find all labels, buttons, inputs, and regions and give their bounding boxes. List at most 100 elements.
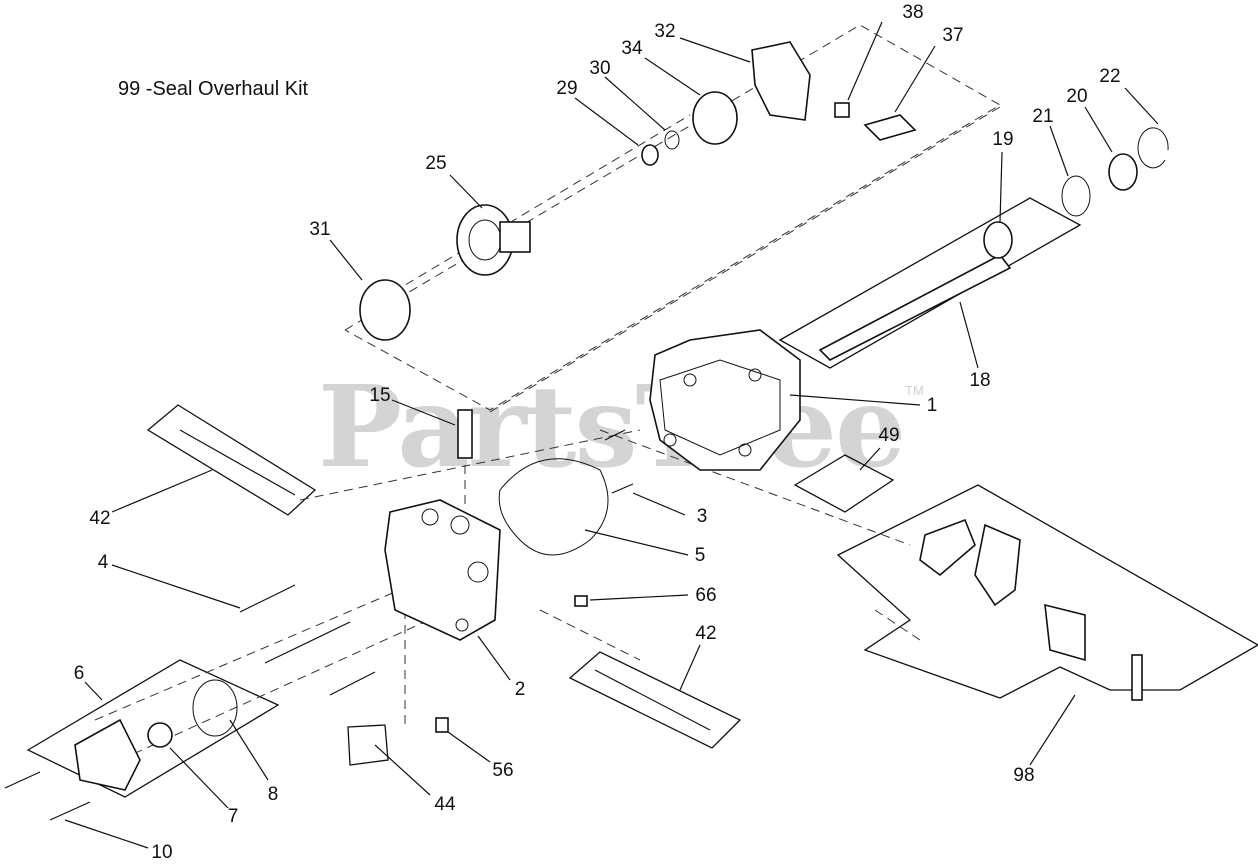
valve-box-lower xyxy=(568,651,742,749)
center-section-part xyxy=(384,499,501,641)
bolt-low-part xyxy=(329,671,376,696)
bolt-4-part xyxy=(239,584,296,613)
pump-cover-part xyxy=(74,718,141,791)
callout-4: 4 xyxy=(97,552,109,573)
pin-upper xyxy=(604,429,626,441)
leader-34 xyxy=(644,57,701,96)
leader-42a xyxy=(111,469,213,513)
leader-18 xyxy=(959,301,979,369)
callout-25: 25 xyxy=(425,153,447,174)
leader-7 xyxy=(169,747,229,809)
shaft-part xyxy=(818,253,1012,361)
leader-30 xyxy=(604,76,666,131)
leader-20 xyxy=(1084,106,1113,153)
kit-44-box xyxy=(347,724,389,766)
leader-44 xyxy=(374,744,431,796)
gasket-part xyxy=(498,458,609,556)
callout-98: 98 xyxy=(1013,765,1035,786)
block-part xyxy=(834,102,850,118)
callout-66: 66 xyxy=(695,585,717,606)
callout-8: 8 xyxy=(267,784,279,805)
bolt-10a-part xyxy=(4,771,41,789)
plug-56-part xyxy=(435,717,449,733)
callout-18: 18 xyxy=(969,370,991,391)
o-ring-part xyxy=(192,679,238,737)
leader-98 xyxy=(1029,694,1076,766)
leader-38 xyxy=(847,21,883,101)
leader-66 xyxy=(589,594,689,601)
spring-98-part xyxy=(1131,654,1143,701)
axis-cover-1 xyxy=(94,559,471,721)
fitting-part xyxy=(457,409,473,459)
cylinder-block-part xyxy=(456,204,531,276)
trunnion-cover-part xyxy=(751,41,811,121)
spring-part xyxy=(641,144,659,166)
axis-98 xyxy=(874,609,921,641)
leader-31 xyxy=(329,239,363,281)
axis-housing xyxy=(489,106,1001,413)
callout-19: 19 xyxy=(992,129,1014,150)
leader-49 xyxy=(859,447,881,471)
axis-valve-lower xyxy=(539,609,641,661)
leader-19 xyxy=(999,151,1003,223)
housing-part xyxy=(649,329,801,471)
ring-part xyxy=(664,130,680,150)
leader-32 xyxy=(679,37,751,63)
leader-5 xyxy=(584,529,689,556)
callout-29: 29 xyxy=(556,78,578,99)
kit-98-box xyxy=(836,484,1258,699)
callout-10: 10 xyxy=(151,842,173,863)
callout-3: 3 xyxy=(696,506,708,527)
plate-part xyxy=(974,523,1021,607)
gerotor-part xyxy=(147,722,173,748)
callout-20: 20 xyxy=(1066,86,1088,107)
seal-bearing-part xyxy=(692,91,738,145)
watermark-logo: PartsTree xyxy=(318,362,906,493)
callout-49: 49 xyxy=(878,425,900,446)
leader-2 xyxy=(477,635,511,681)
leader-15 xyxy=(391,399,456,426)
snap-ring-part xyxy=(1137,127,1169,169)
callout-7: 7 xyxy=(227,806,239,827)
bolt-mid-part xyxy=(264,621,351,664)
shaft-group-box xyxy=(778,197,1082,369)
seal-part xyxy=(1108,153,1138,191)
callout-42b: 42 xyxy=(695,623,717,644)
callout-22: 22 xyxy=(1099,66,1121,87)
callout-44: 44 xyxy=(434,794,456,815)
leader-10 xyxy=(64,819,149,849)
leader-6 xyxy=(84,681,103,701)
callout-2: 2 xyxy=(514,679,526,700)
lever-part xyxy=(1044,603,1086,662)
callout-6: 6 xyxy=(73,663,85,684)
leader-22 xyxy=(1124,87,1159,125)
leader-1 xyxy=(789,394,921,406)
callout-56: 56 xyxy=(492,760,514,781)
axis-right xyxy=(599,429,911,546)
callout-1: 1 xyxy=(926,395,938,416)
callout-30: 30 xyxy=(589,58,611,79)
seal-kit-note: 99 -Seal Overhaul Kit xyxy=(118,78,309,100)
axis-cover-2 xyxy=(119,614,441,761)
callout-32: 32 xyxy=(654,21,676,42)
trademark-mark: TM xyxy=(905,383,924,398)
leader-37 xyxy=(894,45,936,113)
leader-8 xyxy=(229,719,269,781)
pin-lower xyxy=(611,483,634,494)
relief-valve-upper-part xyxy=(179,429,296,496)
axis-mid xyxy=(299,429,641,501)
callout-42a: 42 xyxy=(89,508,111,529)
arm-part xyxy=(863,114,917,141)
leader-21 xyxy=(1049,125,1069,177)
bearing-part xyxy=(983,221,1013,259)
leader-29 xyxy=(574,97,639,146)
leader-25 xyxy=(449,174,483,209)
bracket-part xyxy=(919,518,976,577)
bolt-10b-part xyxy=(49,801,91,821)
axis-upper xyxy=(379,114,691,301)
thrust-plate-part xyxy=(359,279,411,341)
relief-valve-lower-part xyxy=(594,669,711,731)
plug-66-part xyxy=(574,595,588,607)
